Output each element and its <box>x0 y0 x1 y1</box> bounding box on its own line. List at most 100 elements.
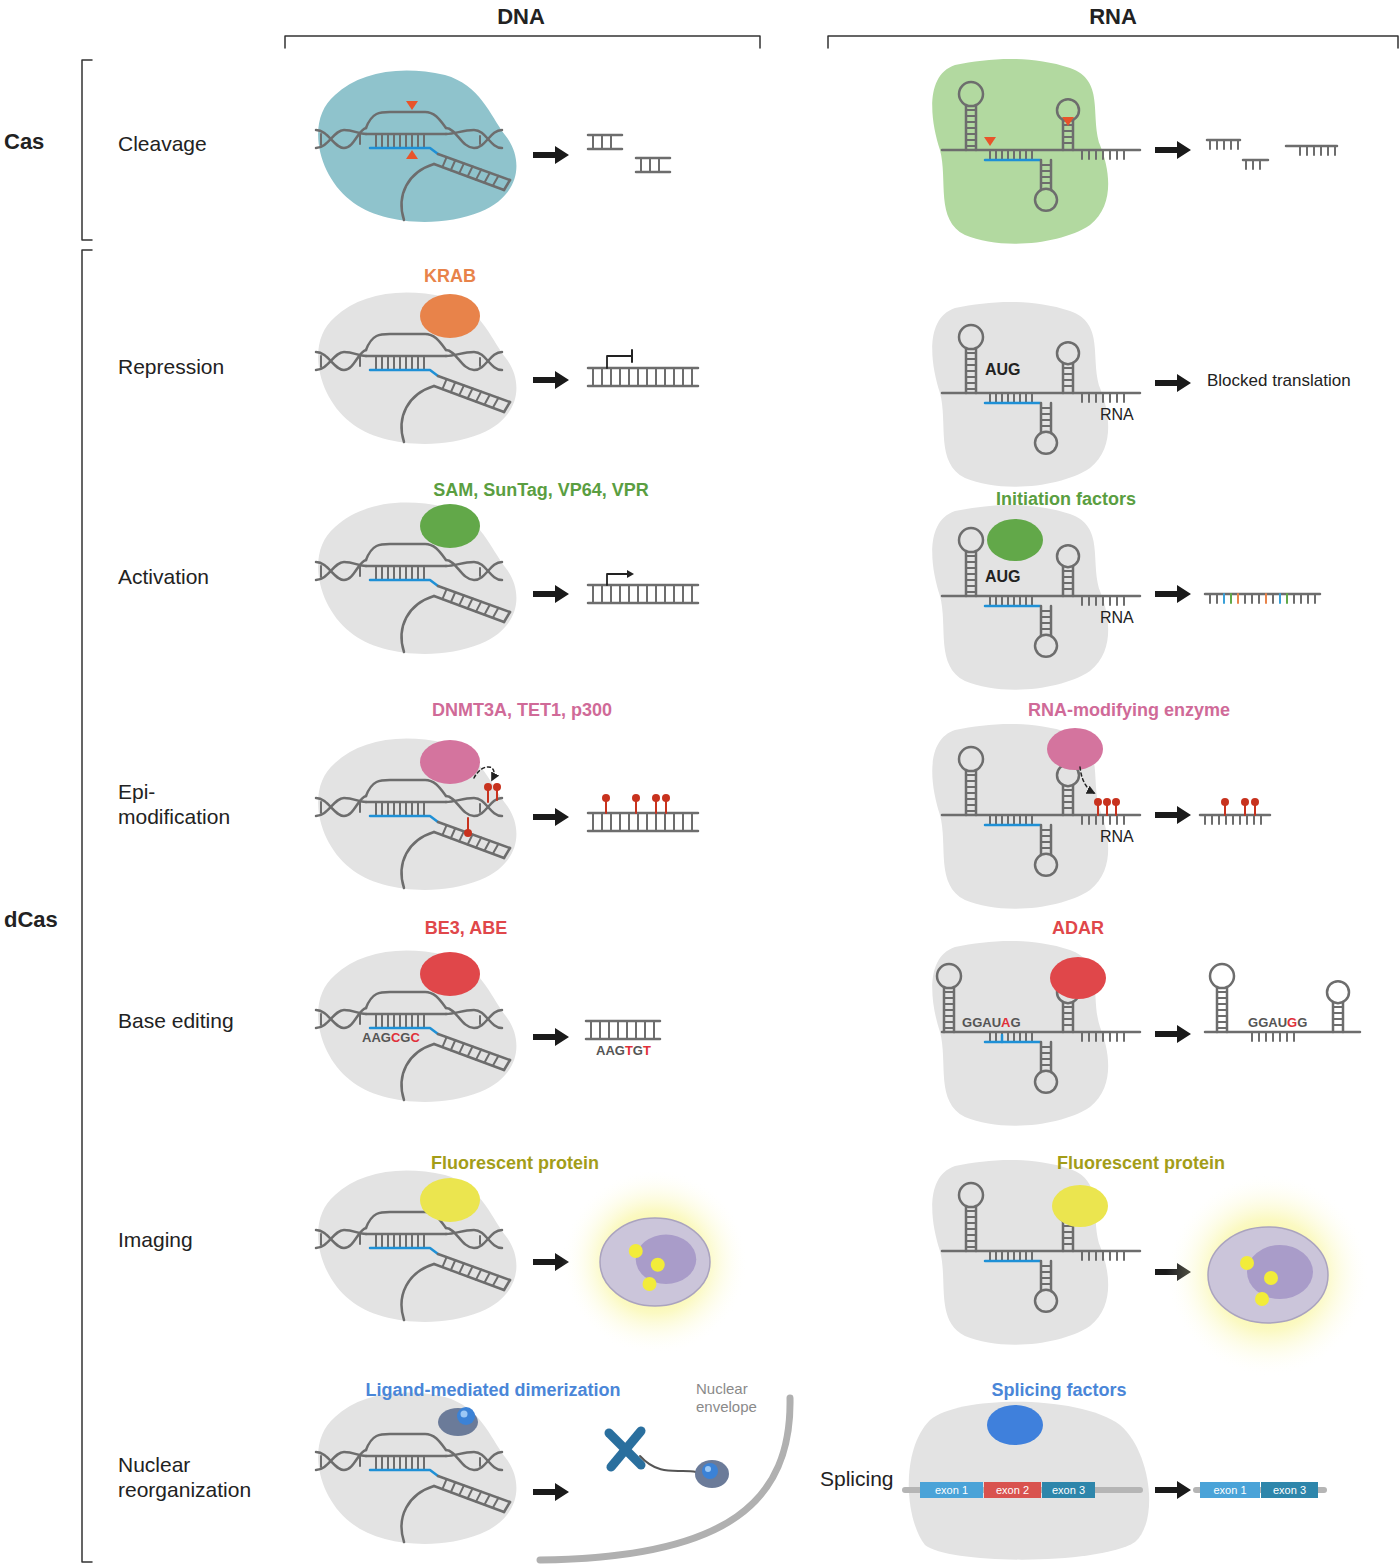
rung <box>966 591 976 593</box>
rung <box>493 176 499 186</box>
label-text: Splicing factors <box>991 1380 1126 1402</box>
rung <box>442 157 446 167</box>
ligand <box>702 1463 718 1479</box>
hairpin-loop <box>959 82 983 106</box>
dna-strand <box>446 562 502 580</box>
rna-base <box>1252 160 1254 169</box>
hairpin-loop <box>959 747 983 771</box>
rung <box>655 813 657 831</box>
guide-rna <box>370 1248 438 1254</box>
guide-rna <box>370 148 438 154</box>
dna-duplex <box>586 1021 660 1039</box>
rung <box>423 1014 425 1028</box>
rung <box>417 802 419 816</box>
methyl-mark <box>1224 805 1226 815</box>
rung <box>1041 176 1051 178</box>
rna-base <box>1232 815 1234 824</box>
base-letter: G <box>381 1030 391 1045</box>
base-letter: T <box>643 1043 651 1058</box>
rung <box>1019 815 1021 825</box>
rung <box>966 573 976 575</box>
rung <box>995 815 997 825</box>
methyl-mark <box>655 801 657 813</box>
process-arrow <box>533 1483 569 1501</box>
dna-strand <box>316 1452 366 1470</box>
rung <box>451 160 455 170</box>
process-arrow <box>1155 1481 1191 1499</box>
scaffold-strand <box>504 1502 510 1512</box>
rna-base <box>1286 1032 1288 1041</box>
rung <box>966 1234 976 1236</box>
methyl-mark <box>487 790 489 802</box>
rung <box>966 1210 976 1212</box>
rna-base <box>1258 594 1260 603</box>
rung <box>359 134 361 144</box>
hairpin-loop <box>959 325 983 349</box>
rung <box>995 1032 997 1042</box>
rna-base <box>1123 815 1125 824</box>
rung <box>601 135 603 149</box>
rung <box>387 566 389 580</box>
rung <box>1031 393 1033 403</box>
rna-base <box>1102 150 1104 159</box>
nucleus <box>1247 1245 1313 1299</box>
rung <box>1007 1251 1009 1261</box>
rung <box>320 566 322 577</box>
rung <box>405 1234 407 1248</box>
base-letter: T <box>625 1043 633 1058</box>
rung <box>411 802 413 816</box>
rung <box>655 368 657 386</box>
rna-base <box>1109 815 1111 824</box>
exon-box: exon 1 <box>920 1482 983 1498</box>
cas-protein <box>932 941 1108 1126</box>
methyl-mark <box>493 783 501 791</box>
effector-protein <box>420 504 480 548</box>
scaffold-strand <box>504 1280 510 1290</box>
label-text: DNMT3A, TET1, p300 <box>432 700 612 722</box>
label-text: GGAUAG <box>962 1015 1021 1031</box>
rung <box>989 815 991 825</box>
rung <box>387 802 389 816</box>
dna-strand <box>446 352 502 370</box>
guide-rna <box>370 370 438 376</box>
label-text: RNA <box>1100 827 1134 846</box>
rung <box>405 566 407 580</box>
rna-base <box>1109 1251 1111 1260</box>
rna-base <box>1306 146 1308 155</box>
rung <box>989 150 991 160</box>
rna-base <box>1307 594 1309 603</box>
rung <box>1063 367 1073 369</box>
scaffold-strand <box>434 596 504 622</box>
rung <box>459 1043 464 1053</box>
rna-base <box>1216 140 1218 149</box>
rna-base <box>1123 596 1125 605</box>
rung <box>966 121 976 123</box>
rung <box>1041 182 1051 184</box>
rung <box>1063 801 1073 803</box>
rung <box>1041 1265 1051 1267</box>
rung <box>399 1014 401 1028</box>
rung <box>459 595 464 605</box>
methyl-mark <box>652 794 660 802</box>
dna-strand <box>316 1008 366 1028</box>
rung <box>375 1014 377 1028</box>
rung <box>493 1056 499 1066</box>
rung <box>1001 815 1003 825</box>
dna-strand <box>446 1228 502 1248</box>
rung <box>1063 1231 1073 1233</box>
label-text: Epi- modification <box>118 779 268 829</box>
base-letter: G <box>1010 1015 1020 1030</box>
rung <box>359 1234 361 1244</box>
rung <box>966 133 976 135</box>
effector-protein <box>420 952 480 996</box>
rung <box>320 1234 322 1245</box>
cas-protein <box>932 302 1108 487</box>
dna-strand <box>586 1020 660 1023</box>
base-letter: G <box>1287 1015 1297 1030</box>
rung <box>476 170 481 180</box>
guide-rna <box>985 402 1040 405</box>
hairpin-loop <box>1327 981 1349 1003</box>
hairpin-loop <box>959 528 983 552</box>
rung <box>405 134 407 148</box>
methyl-mark <box>464 829 472 837</box>
